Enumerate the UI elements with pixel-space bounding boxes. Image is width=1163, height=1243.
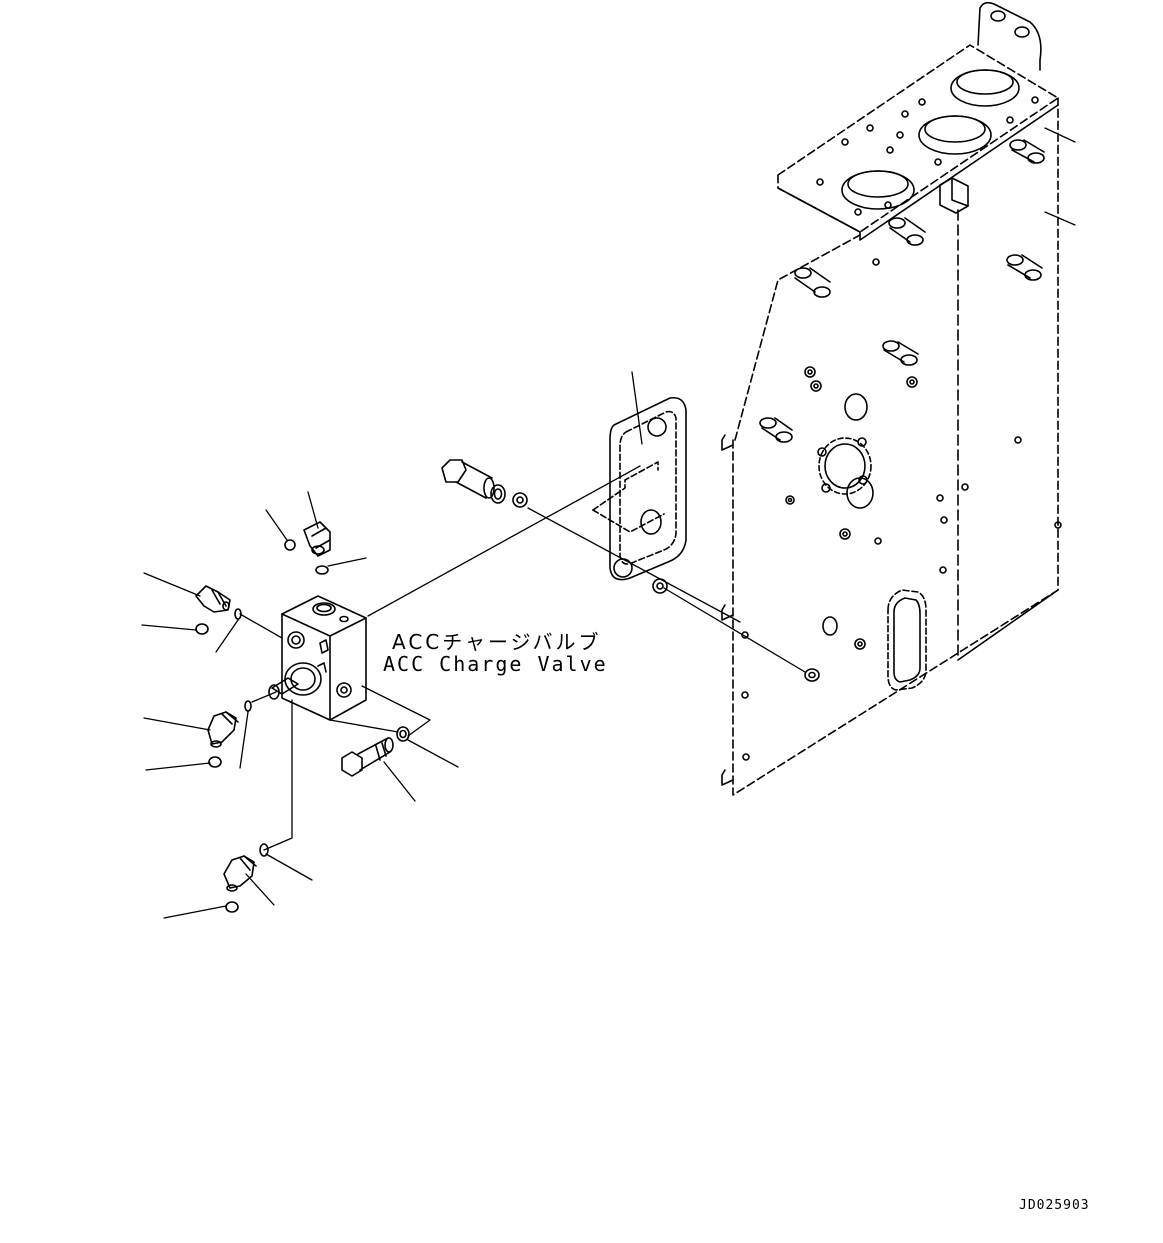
o-ring: [315, 565, 329, 575]
o-ring: [195, 623, 209, 635]
elbow-fitting-left-2: [207, 711, 239, 748]
bracket-bolt: [441, 459, 528, 508]
elbow-fitting-left-1: [195, 585, 231, 613]
valve-label-jp: ACCチャージバルブ: [392, 630, 602, 654]
o-ring: [225, 901, 239, 913]
valve-bolt: [341, 726, 410, 777]
valve-label-en: ACC Charge Valve: [383, 652, 608, 676]
o-ring: [208, 756, 222, 768]
charge-valve-block: [268, 595, 367, 721]
o-ring: [284, 539, 296, 551]
elbow-fitting-bottom: [223, 855, 257, 892]
leader-lines: [141, 127, 1076, 919]
nut: [804, 668, 820, 682]
elbow-fitting-top: [303, 521, 331, 557]
o-ring: [259, 843, 269, 857]
frame-plate: [721, 1, 1062, 796]
drawing-code: JD025903: [1019, 1198, 1090, 1213]
mounting-bracket: [592, 396, 687, 581]
o-ring: [244, 700, 252, 712]
